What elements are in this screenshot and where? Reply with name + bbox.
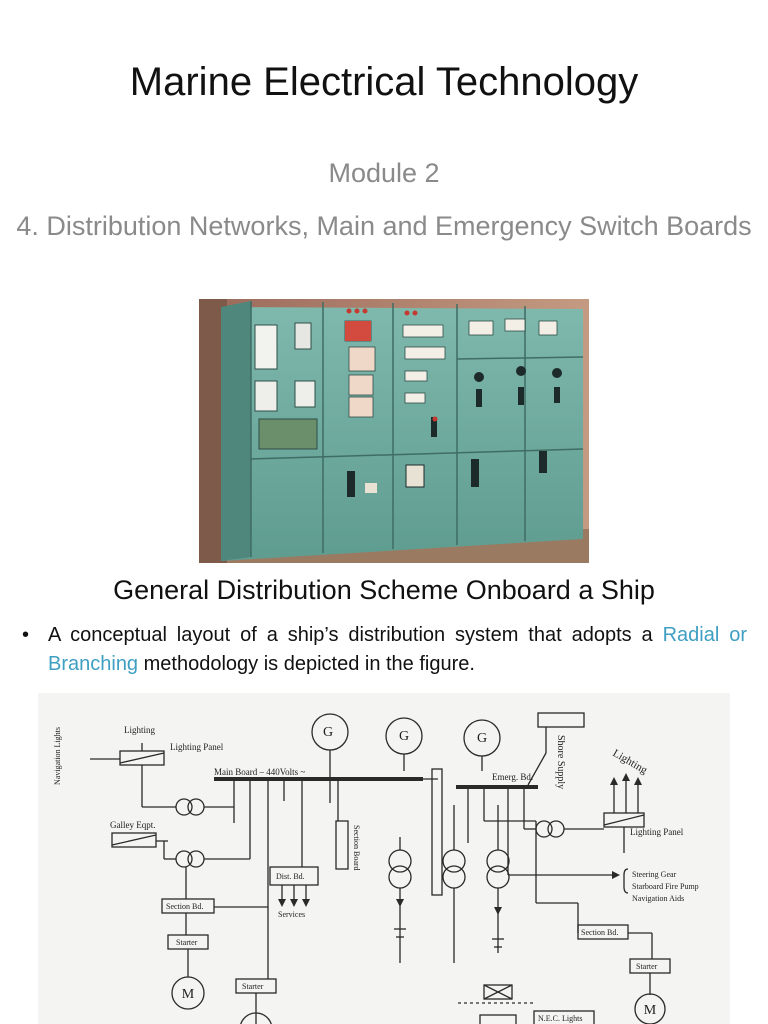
starter-right-label: Starter: [636, 962, 658, 971]
navigation-lights-label: Navigation Lights: [53, 727, 62, 785]
shore-supply-label: Shore Supply: [555, 735, 566, 789]
lighting-right-label: Lighting: [611, 747, 650, 777]
load-navigation-aids: Navigation Aids: [632, 894, 684, 903]
section-bd-left-label: Section Bd.: [166, 902, 203, 911]
module-subtitle: Module 2: [328, 158, 440, 188]
lighting-panel-right-label: Lighting Panel: [630, 827, 684, 837]
radial-branching-term: Radial or Branching: [48, 624, 747, 675]
switchboard-photo: [199, 299, 589, 563]
section-heading: General Distribution Scheme Onboard a Sh…: [113, 575, 655, 605]
galley-eqpt-label: Galley Eqpt.: [110, 820, 156, 830]
nec-lights-label: N.E.C. Lights: [538, 1014, 582, 1023]
bullet-text-after: methodology is depicted in the figure.: [138, 653, 475, 675]
emerg-board-label: Emerg. Bd.: [492, 772, 533, 782]
bullet-text-before: A conceptual layout of a ship’s distribu…: [48, 624, 663, 646]
services-label: Services: [278, 910, 305, 919]
section-bd-right-label: Section Bd.: [581, 928, 618, 937]
generator-2-label: G: [399, 729, 409, 744]
bullet-item: • A conceptual layout of a ship’s distri…: [22, 621, 747, 679]
distribution-schematic: G G G M M Lighting Lighting Panel Naviga…: [38, 693, 730, 1024]
starter-left-label: Starter: [176, 938, 198, 947]
motor-2-label: M: [644, 1003, 657, 1018]
dist-bd-label: Dist. Bd.: [276, 872, 305, 881]
slide-title: Marine Electrical Technology: [129, 60, 639, 104]
generator-1-label: G: [323, 725, 333, 740]
starter-lower-label: Starter: [242, 982, 264, 991]
topic-subtitle: 4. Distribution Networks, Main and Emerg…: [16, 211, 752, 241]
main-board-label: Main Board – 440Volts ~: [214, 767, 305, 777]
motor-1-label: M: [182, 987, 195, 1002]
lighting-left-label: Lighting: [124, 725, 155, 735]
load-fire-pump: Starboard Fire Pump: [632, 882, 699, 891]
section-board-label: Section Board: [352, 825, 361, 871]
load-steering-gear: Steering Gear: [632, 870, 677, 879]
generator-3-label: G: [477, 731, 487, 746]
bullet-text: A conceptual layout of a ship’s distribu…: [48, 621, 747, 679]
lighting-panel-left-label: Lighting Panel: [170, 742, 224, 752]
bullet-dot: •: [22, 624, 30, 646]
